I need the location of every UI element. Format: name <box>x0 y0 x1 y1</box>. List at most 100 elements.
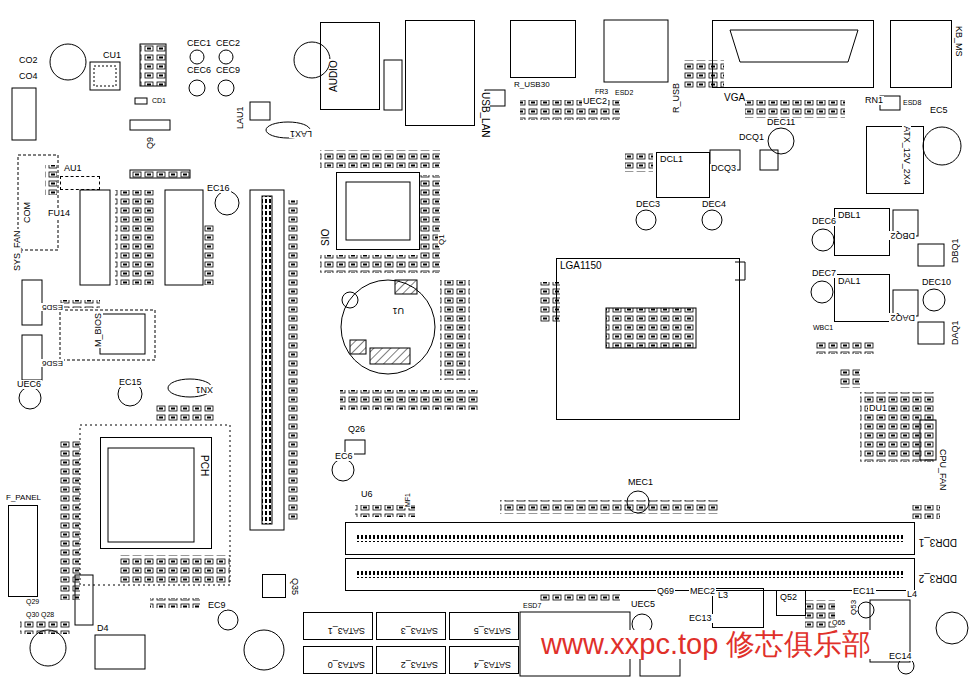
component-label: L3 <box>717 591 729 600</box>
component-outline: SATA3_5 <box>449 612 519 640</box>
component-outline: DAL1 <box>834 274 890 322</box>
component-outline: SATA3_0 <box>303 646 373 674</box>
silkscreen-label: U1 <box>391 306 405 315</box>
silkscreen-label: CO2 <box>18 56 39 65</box>
silkscreen-label: EC16 <box>206 184 231 193</box>
silkscreen-label: Q29 <box>25 598 40 605</box>
component-outline: ATX_12V_2X4 <box>866 126 924 194</box>
silkscreen-label: SYS_FAN <box>13 229 22 272</box>
component-outline: Q52 <box>776 590 806 616</box>
silkscreen-label: DEC4 <box>701 200 727 209</box>
silkscreen-label: DEC7 <box>811 269 837 278</box>
silkscreen-label: Q65 <box>831 619 846 626</box>
component-outline: DCL1 <box>656 152 710 198</box>
component-outline: DDR3_2 <box>345 558 915 591</box>
silkscreen-label: DAQ1 <box>951 319 960 346</box>
silkscreen-label: CEC6 <box>186 66 212 75</box>
component-label: DAL1 <box>837 277 862 286</box>
silkscreen-label: EC14 <box>888 652 913 661</box>
silkscreen-label: Q53 <box>850 599 858 616</box>
silkscreen-label: EC6 <box>334 452 354 461</box>
silkscreen-label: DEC11 <box>766 118 796 127</box>
silkscreen-label: RN1 <box>864 96 884 105</box>
component-label: DDR3_1 <box>918 537 958 547</box>
component-outline: SATA3_3 <box>376 612 446 640</box>
silkscreen-label: DCQ1 <box>738 133 765 142</box>
watermark: www.xxpc.top 修芯俱乐部 <box>540 630 872 659</box>
silkscreen-label: FU14 <box>47 209 71 218</box>
component-outline: R_USB30 <box>510 20 576 78</box>
component-label: DDR3_2 <box>918 573 958 583</box>
silkscreen-label: EC11 <box>852 587 876 596</box>
component-label: DCL1 <box>659 155 684 164</box>
silkscreen-label: Q9 <box>146 136 155 150</box>
silkscreen-label: Q30 <box>25 611 40 618</box>
silkscreen-label: Q1 <box>438 233 446 246</box>
component-label: SATA3_4 <box>473 660 512 669</box>
silkscreen-label: WBC1 <box>812 324 834 331</box>
silkscreen-label: ESD5 <box>41 303 64 311</box>
silkscreen-label: FR3 <box>594 88 609 95</box>
component-outline: Q35 <box>262 574 286 598</box>
silkscreen-label: Q69 <box>656 587 675 596</box>
silkscreen-label: DBQ1 <box>951 237 960 264</box>
component-label: SIO <box>321 228 331 247</box>
silkscreen-label: Q28 <box>40 611 55 618</box>
silkscreen-label: CEC9 <box>215 66 241 75</box>
silkscreen-label: R_USB <box>672 82 681 114</box>
silkscreen-label: EC13 <box>688 614 713 623</box>
silkscreen-label: DU1 <box>868 404 888 413</box>
component-outline: LGA1150 <box>556 258 740 420</box>
component-label: F_PANEL <box>5 494 42 502</box>
silkscreen-label: LAU1 <box>236 105 245 130</box>
component-label: SATA3_1 <box>327 626 366 635</box>
silkscreen-label: ESD7 <box>522 602 542 609</box>
silkscreen-label: COM <box>23 201 32 224</box>
component-outline: SATA3_4 <box>449 646 519 674</box>
silkscreen-label: EC5 <box>929 106 949 115</box>
silkscreen-label: ESD6 <box>41 359 64 367</box>
component-outline: SIO <box>336 172 420 250</box>
component-label: KB_MS <box>954 25 963 58</box>
component-outline: SATA3_2 <box>376 646 446 674</box>
silkscreen-label: MEC2 <box>689 587 716 596</box>
component-outline: DDR3_1 <box>345 522 915 555</box>
component-label: SATA3_2 <box>400 660 439 669</box>
component-outline: F_PANEL <box>8 505 38 597</box>
silkscreen-label: EC9 <box>207 601 227 610</box>
component-outline: AU1 <box>60 176 100 190</box>
component-outline: DBL1 <box>834 208 890 256</box>
silkscreen-label: MF1 <box>404 492 411 508</box>
silkscreen-label: M_BIOS <box>94 312 103 348</box>
silkscreen-label: UEC6 <box>16 380 42 389</box>
component-label: SATA3_5 <box>473 626 512 635</box>
component-outline: AUDIO <box>320 22 380 110</box>
component-outline: PCH <box>100 437 212 549</box>
silkscreen-label: CPU_FAN <box>938 448 947 492</box>
component-outline: SATA3_1 <box>303 612 373 640</box>
component-outline: KB_MS <box>890 20 952 88</box>
silkscreen-label: DEC6 <box>811 217 837 226</box>
silkscreen-label: DBQ2 <box>889 231 916 240</box>
component-label: SATA3_0 <box>327 660 366 669</box>
component-label: USB_LAN <box>480 91 490 139</box>
silkscreen-label: CD1 <box>151 97 167 104</box>
silkscreen-label: LAX1 <box>289 129 313 138</box>
silkscreen-label: CO4 <box>18 72 39 81</box>
silkscreen-label: D4 <box>96 624 110 633</box>
silkscreen-label: XN1 <box>194 385 214 394</box>
component-label: R_USB30 <box>513 81 551 89</box>
silkscreen-label: DCQ3 <box>710 164 737 173</box>
silkscreen-label: Q26 <box>347 425 366 434</box>
component-label: SATA3_3 <box>400 626 439 635</box>
silkscreen-label: UEC2 <box>582 97 608 106</box>
silkscreen-label: UEC5 <box>630 600 656 609</box>
silkscreen-label: DEC10 <box>921 278 952 287</box>
silkscreen-label: U6 <box>360 490 374 499</box>
silkscreen-label: L4 <box>906 590 918 599</box>
silkscreen-label: ESD2 <box>614 89 634 96</box>
silkscreen-label: DEC3 <box>635 200 661 209</box>
silkscreen-label: CU1 <box>102 51 122 60</box>
silkscreen-label: MEC1 <box>627 478 654 487</box>
silkscreen-label: EC15 <box>118 378 143 387</box>
